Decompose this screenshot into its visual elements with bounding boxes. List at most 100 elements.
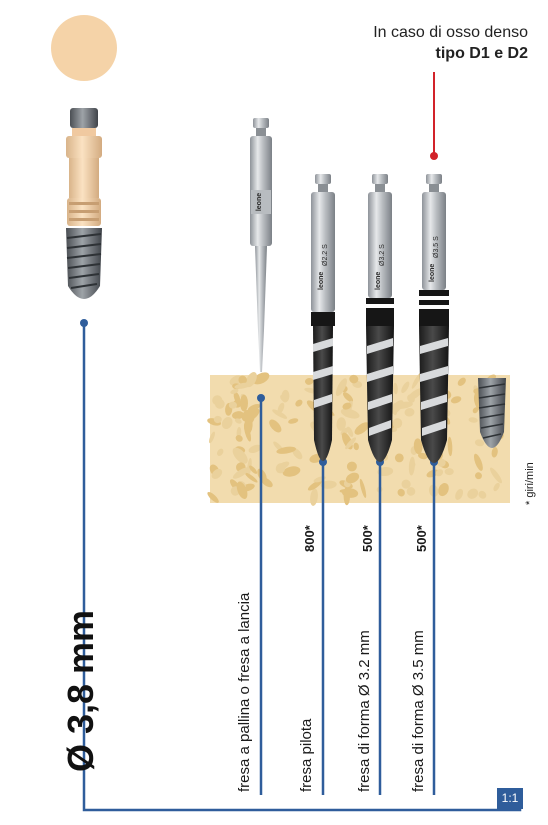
bone-speckle: [305, 377, 314, 385]
bone-speckle: [397, 488, 405, 497]
connector-dot-implant: [80, 319, 88, 327]
bone-speckle: [408, 456, 415, 476]
bone-speckle: [394, 453, 404, 463]
diameter-label: Ø 3,8 mm: [60, 609, 101, 772]
bone-speckle: [214, 399, 225, 409]
bone-speckle: [245, 472, 258, 483]
bone-speckle: [472, 407, 479, 414]
drill-label-form32: fresa di forma Ø 3.2 mm: [356, 630, 373, 792]
bone-speckle: [426, 469, 439, 478]
bone-speckle: [236, 481, 248, 500]
bone-speckle: [468, 417, 478, 423]
drill-label-form35: fresa di forma Ø 3.5 mm: [410, 630, 427, 792]
form32-engraving-text: Ø3.2 S: [379, 244, 386, 266]
form35-engraving-text: Ø3.5 S: [433, 236, 440, 258]
bone-speckle: [234, 382, 252, 389]
bone-speckle: [221, 416, 233, 430]
connector-dot-lancet: [257, 394, 265, 402]
bone-speckle: [246, 408, 260, 421]
bone-speckle: [310, 488, 318, 506]
drill-label-pilot: fresa pilota: [298, 718, 315, 792]
bone-speckle: [295, 399, 303, 407]
bone-speckle: [335, 378, 347, 397]
bone-speckle: [455, 488, 464, 500]
bone-speckle: [320, 480, 337, 489]
bone-speckle: [401, 381, 410, 394]
form32-brand-text: leone: [375, 272, 382, 290]
form-drill-32-icon: leone Ø3.2 S: [366, 174, 394, 462]
bone-speckle: [228, 401, 237, 409]
bone-speckle: [407, 388, 423, 401]
bone-speckle: [346, 426, 354, 437]
bone-speckle: [447, 436, 453, 457]
dense-bone-note-line2: tipo D1 e D2: [435, 45, 528, 62]
dense-bone-note: In caso di osso denso tipo D1 e D2: [373, 22, 528, 64]
bone-speckle: [213, 415, 222, 424]
unit-note: * giri/min: [524, 462, 536, 505]
pilot-brand-text: leone: [318, 272, 325, 290]
bone-block: [207, 372, 510, 506]
bone-speckle: [401, 479, 411, 489]
bone-speckle: [345, 472, 360, 484]
bone-speckle: [478, 490, 487, 499]
bone-speckle: [261, 477, 273, 488]
pilot-engraving-text: Ø2.2 S: [322, 244, 329, 266]
form35-brand-text: leone: [429, 264, 436, 282]
bone-speckle: [248, 444, 262, 454]
bone-speckle: [475, 472, 482, 480]
form-drill-35-icon: leone Ø3.5 S: [419, 174, 449, 463]
bone-speckle: [340, 408, 360, 419]
bone-speckle: [277, 402, 285, 414]
bone-speckle: [417, 452, 428, 460]
bone-speckle: [404, 408, 415, 417]
bone-speckle: [393, 382, 398, 395]
bone-speckle: [377, 466, 394, 477]
connector-dot-pilot: [319, 458, 327, 466]
bone-speckle: [232, 447, 248, 464]
bone-speckle: [252, 372, 270, 385]
bone-speckle: [269, 419, 282, 433]
bone-speckle: [336, 417, 346, 431]
bone-speckle: [490, 467, 502, 484]
bone-speckle: [457, 377, 466, 386]
bone-speckle: [359, 478, 367, 498]
bone-speckle: [353, 442, 359, 451]
bone-speckle: [345, 437, 357, 450]
speed-label-form32: 500*: [360, 525, 375, 552]
bone-speckle: [349, 374, 359, 384]
bone-speckle: [436, 458, 446, 467]
bone-speckle: [342, 392, 354, 403]
bone-speckle: [249, 465, 258, 474]
bone-speckle: [346, 461, 357, 472]
dense-bone-marker-dot: [430, 152, 438, 160]
implant-left-icon: [66, 108, 102, 299]
bone-speckle: [282, 466, 301, 477]
lancet-brand-text: leone: [256, 193, 263, 211]
bone-speckle: [281, 389, 290, 403]
bone-speckle: [354, 422, 370, 435]
scale-badge: 1:1: [497, 788, 523, 809]
bone-speckle: [342, 402, 352, 410]
bone-speckle: [216, 448, 224, 456]
bone-speckle: [411, 372, 422, 389]
speed-label-pilot: 800*: [302, 525, 317, 552]
healing-cap-circle: [51, 15, 117, 81]
bone-speckle: [232, 411, 244, 420]
bone-speckle: [272, 409, 288, 419]
bone-speckle: [211, 468, 223, 479]
bone-speckle: [393, 401, 413, 409]
bone-speckle: [493, 482, 500, 492]
bone-speckle: [339, 488, 355, 494]
bone-speckle: [240, 394, 248, 412]
bone-speckle: [307, 480, 322, 491]
bone-speckle: [438, 483, 449, 497]
bone-speckle: [413, 438, 423, 455]
bone-speckle: [435, 469, 444, 477]
bone-speckle: [392, 418, 403, 429]
pilot-drill-icon: leone Ø2.2 S: [311, 174, 335, 461]
bone-speckle: [491, 447, 498, 458]
bone-speckle: [276, 446, 296, 454]
bone-speckle: [209, 431, 215, 444]
drill-label-lancet: fresa a pallina o fresa a lancia: [236, 592, 253, 792]
bone-speckle: [288, 418, 299, 424]
